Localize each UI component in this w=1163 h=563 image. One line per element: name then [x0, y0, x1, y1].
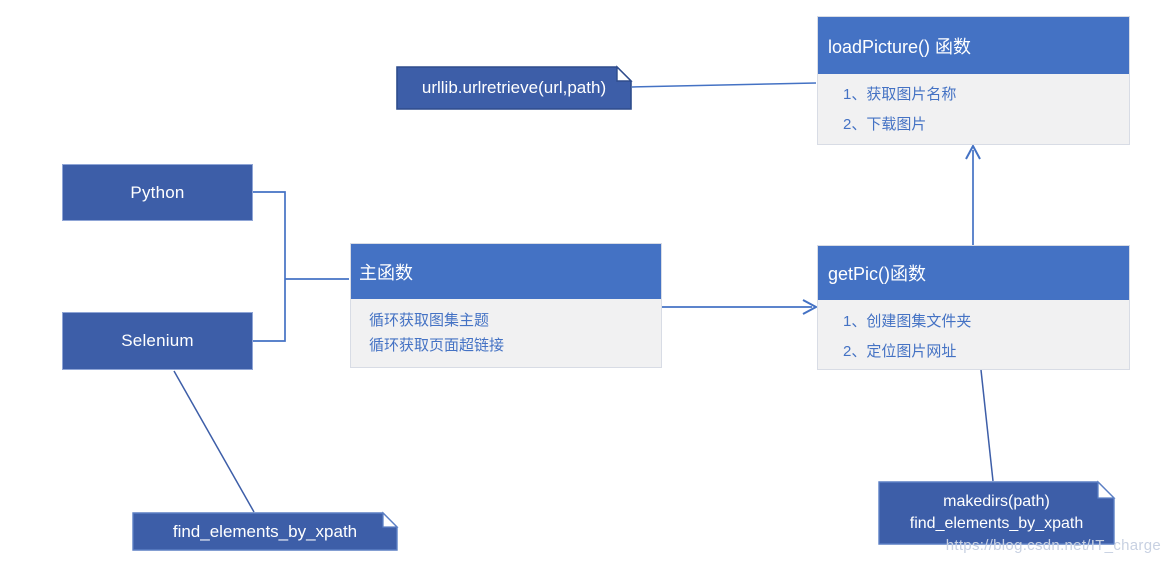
note-urllib-urlretrieve: urllib.urlretrieve(url,path) [396, 65, 633, 110]
note-makedirs: makedirs(path) find_elements_by_xpath [878, 480, 1116, 545]
note-makedirs-line-1: makedirs(path) [943, 493, 1050, 510]
note-xpath-label: find_elements_by_xpath [172, 521, 358, 541]
loadpicture-item-2: 2、下载图片 [843, 116, 927, 133]
note-makedirs-line-2: find_elements_by_xpath [909, 515, 1084, 532]
bracket-connector [253, 191, 286, 342]
urllib-to-loadpicture-line [631, 82, 817, 88]
node-python: Python [62, 164, 253, 221]
node-main-function-body: 循环获取图集主题 循环获取页面超链接 [351, 299, 661, 358]
node-getpic-function: getPic()函数 1、创建图集文件夹 2、定位图片网址 [817, 245, 1130, 370]
selenium-to-xpath-line [173, 370, 255, 513]
note-urllib-label: urllib.urlretrieve(url,path) [421, 78, 607, 97]
node-main-function-title: 主函数 [351, 244, 661, 299]
folded-note-shape [878, 480, 1116, 545]
main-function-item-1: 循环获取图集主题 [369, 312, 490, 329]
main-to-getpic-arrowhead [802, 299, 819, 315]
node-loadpicture-body: 1、获取图片名称 2、下载图片 [818, 74, 1129, 140]
folded-note-shape [132, 511, 399, 551]
node-selenium-label: Selenium [121, 331, 194, 350]
node-main-function: 主函数 循环获取图集主题 循环获取页面超链接 [350, 243, 662, 368]
note-find-elements-by-xpath: find_elements_by_xpath [132, 511, 399, 551]
node-getpic-title: getPic()函数 [818, 246, 1129, 300]
getpic-item-1: 1、创建图集文件夹 [843, 313, 972, 330]
csdn-watermark: https://blog.csdn.net/IT_charge [945, 537, 1161, 554]
loadpicture-item-1: 1、获取图片名称 [843, 86, 957, 103]
node-getpic-body: 1、创建图集文件夹 2、定位图片网址 [818, 300, 1129, 367]
node-loadpicture-function: loadPicture() 函数 1、获取图片名称 2、下载图片 [817, 16, 1130, 145]
node-python-label: Python [130, 182, 185, 202]
node-loadpicture-title: loadPicture() 函数 [818, 17, 1129, 74]
getpic-to-loadpicture-arrowhead [965, 143, 981, 160]
main-function-item-2: 循环获取页面超链接 [369, 337, 505, 354]
note-makedirs-label: makedirs(path) find_elements_by_xpath [878, 481, 1115, 545]
folded-note-shape [396, 65, 633, 110]
getpic-item-2: 2、定位图片网址 [843, 343, 957, 360]
node-selenium: Selenium [62, 312, 253, 370]
getpic-to-makedirs-line [980, 369, 994, 482]
